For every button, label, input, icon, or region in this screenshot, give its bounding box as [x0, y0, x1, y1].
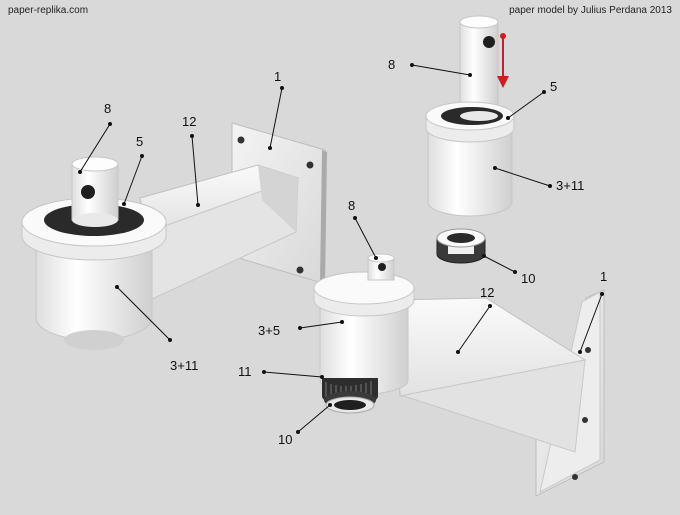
callout-8-left-pin: 8: [104, 101, 111, 116]
author-credit: paper model by Julius Perdana 2013: [509, 5, 672, 16]
callout-11-right-ring: 11: [238, 364, 252, 379]
callout-10-exploded-bushing: 10: [521, 271, 535, 286]
callout-3-11-left-cylinder: 3+11: [170, 358, 198, 373]
exploded-parts: [425, 15, 515, 264]
exploded-cylinder: [427, 121, 513, 217]
callout-3-11-exploded-cylinder: 3+11: [556, 178, 584, 193]
callout-10-right-cap: 10: [278, 432, 292, 447]
callout-5-exploded-rim: 5: [550, 79, 557, 94]
callout-1-left-plate: 1: [274, 69, 281, 84]
callouts: 1 12 8 5 3+11 8 5 3+11 10: [78, 57, 607, 447]
left-assembly: [21, 122, 327, 350]
callout-12-left-arm: 12: [182, 114, 196, 129]
callout-3-5-right-cylinder: 3+5: [258, 323, 280, 338]
right-assembly: [313, 253, 605, 497]
callout-12-right-arm: 12: [480, 285, 494, 300]
callout-8-exploded-pin: 8: [388, 57, 395, 72]
assembly-direction-arrow: [497, 33, 509, 88]
callout-5-left-rim: 5: [136, 134, 143, 149]
site-credit: paper-replika.com: [8, 5, 89, 16]
callout-8-right-pin: 8: [348, 198, 355, 213]
callout-1-right-plate: 1: [600, 269, 607, 284]
exploded-bushing: [436, 228, 486, 264]
